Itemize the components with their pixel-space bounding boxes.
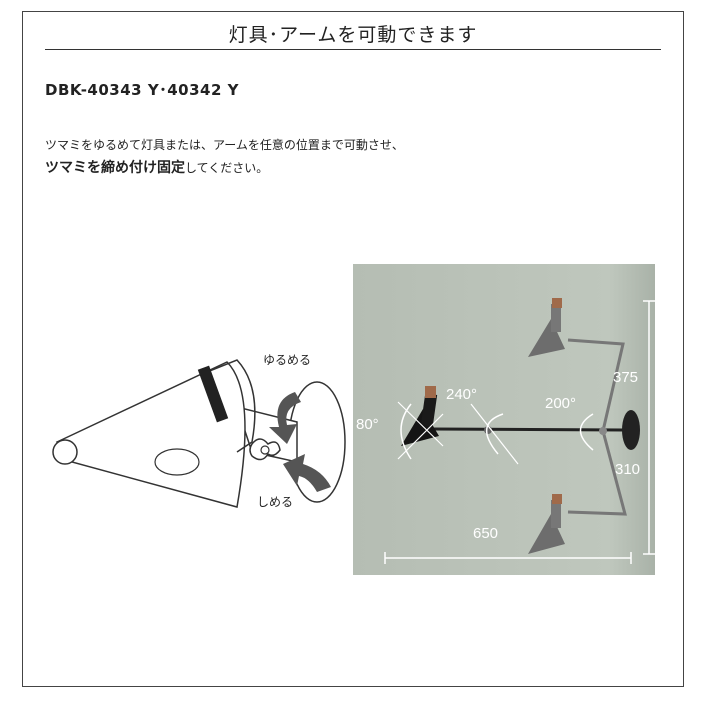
upper-height-label: 375 — [613, 369, 639, 386]
instruction-line-2: ツマミを締め付け固定してください。 — [45, 157, 268, 177]
loosen-label: ゆるめる — [263, 353, 312, 367]
loosen-arrow-icon — [269, 392, 301, 444]
instruction-rest: してください。 — [185, 161, 269, 175]
instruction-emphasis: ツマミを締め付け固定 — [45, 160, 185, 176]
tighten-arrow-icon — [283, 454, 331, 492]
head-angle-label: 80° — [356, 416, 379, 433]
arm-length-label: 650 — [473, 525, 499, 542]
tighten-label: しめる — [257, 495, 294, 509]
page-title: 灯具･アームを可動できます — [228, 24, 478, 46]
title-divider — [45, 49, 661, 50]
lamp-photo — [353, 264, 655, 575]
joint2-angle-label: 200° — [545, 395, 577, 412]
lower-height-label: 310 — [615, 461, 641, 478]
knob-illustration — [52, 359, 346, 508]
content-frame: 灯具･アームを可動できます DBK-40343 Y･40342 Y ツマミをゆる… — [22, 11, 684, 687]
joint1-angle-label: 240° — [446, 386, 478, 403]
instruction-line-1: ツマミをゆるめて灯具または、アームを任意の位置まで可動させ、 — [45, 138, 404, 152]
model-number: DBK-40343 Y･40342 Y — [45, 81, 239, 99]
